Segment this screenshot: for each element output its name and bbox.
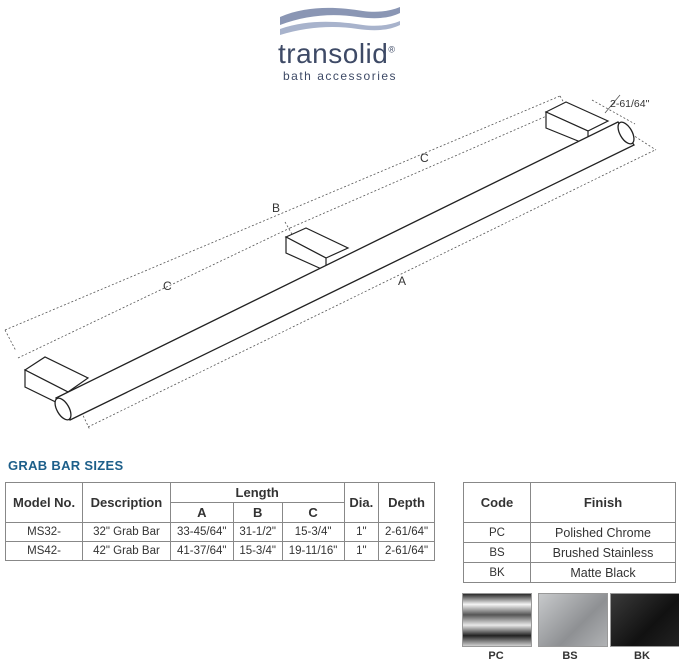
table-row: BK Matte Black [463,562,676,583]
cell-c: 19-11/16" [281,541,345,561]
cell-finish: Matte Black [530,562,676,583]
label-a: A [398,274,406,288]
cell-description: 42" Grab Bar [82,541,171,561]
brand-name: transolid® [278,38,396,69]
header-model: Model No. [4,482,84,523]
cell-code: BS [463,542,531,563]
cell-depth: 2-61/64" [378,541,435,561]
dimension-depth [591,94,636,125]
header-length: Length [169,482,345,503]
wave-logo-icon [280,7,400,35]
cell-a: 33-45/64" [169,522,234,542]
table-row: BS Brushed Stainless [463,542,676,563]
header-depth: Depth [378,482,435,523]
cell-description: 32" Grab Bar [82,522,171,542]
table-row: PC Polished Chrome [463,522,676,543]
cell-dia: 1" [343,522,380,542]
swatch-label-bs: BS [562,650,578,662]
sizes-title: GRAB BAR SIZES [8,458,124,473]
header-dia: Dia. [343,482,380,523]
cell-finish: Polished Chrome [530,522,676,543]
cell-code: PC [463,522,531,543]
cell-a: 41-37/64" [169,541,234,561]
label-depth: 2-61/64" [610,98,650,110]
grab-bar-diagram: B C C A 2-61/64" [4,94,657,431]
grab-bar [54,121,635,421]
cell-depth: 2-61/64" [378,522,435,542]
table-row: MS42- 42" Grab Bar 41-37/64" 15-3/4" 19-… [4,541,435,561]
header-finish: Finish [530,482,676,523]
cell-b: 31-1/2" [232,522,283,542]
swatch-brushed-stainless [538,593,608,647]
header-c: C [281,502,345,523]
swatch-label-bk: BK [634,650,650,662]
cell-model: MS42- [4,541,84,561]
dimension-c [17,107,566,359]
cell-model: MS32- [4,522,84,542]
brand-tagline: bath accessories [283,69,398,83]
swatch-polished-chrome [462,593,532,647]
cell-dia: 1" [343,541,380,561]
header-code: Code [463,482,531,523]
label-c-right: C [420,151,429,165]
cell-c: 15-3/4" [281,522,345,542]
label-b: B [272,201,280,215]
cell-code: BK [463,562,531,583]
header-description: Description [82,482,171,523]
swatch-matte-black [610,593,679,647]
finish-table: Code Finish PC Polished Chrome BS Brushe… [463,482,676,583]
sizes-table: Model No. Description Length Dia. Depth … [4,482,435,561]
table-row: MS32- 32" Grab Bar 33-45/64" 31-1/2" 15-… [4,522,435,542]
brand-logo: transolid® bath accessories [0,0,679,90]
cell-finish: Brushed Stainless [530,542,676,563]
swatch-label-pc: PC [488,650,504,662]
label-c-left: C [163,279,172,293]
header-b: B [232,502,283,523]
cell-b: 15-3/4" [232,541,283,561]
header-a: A [169,502,234,523]
